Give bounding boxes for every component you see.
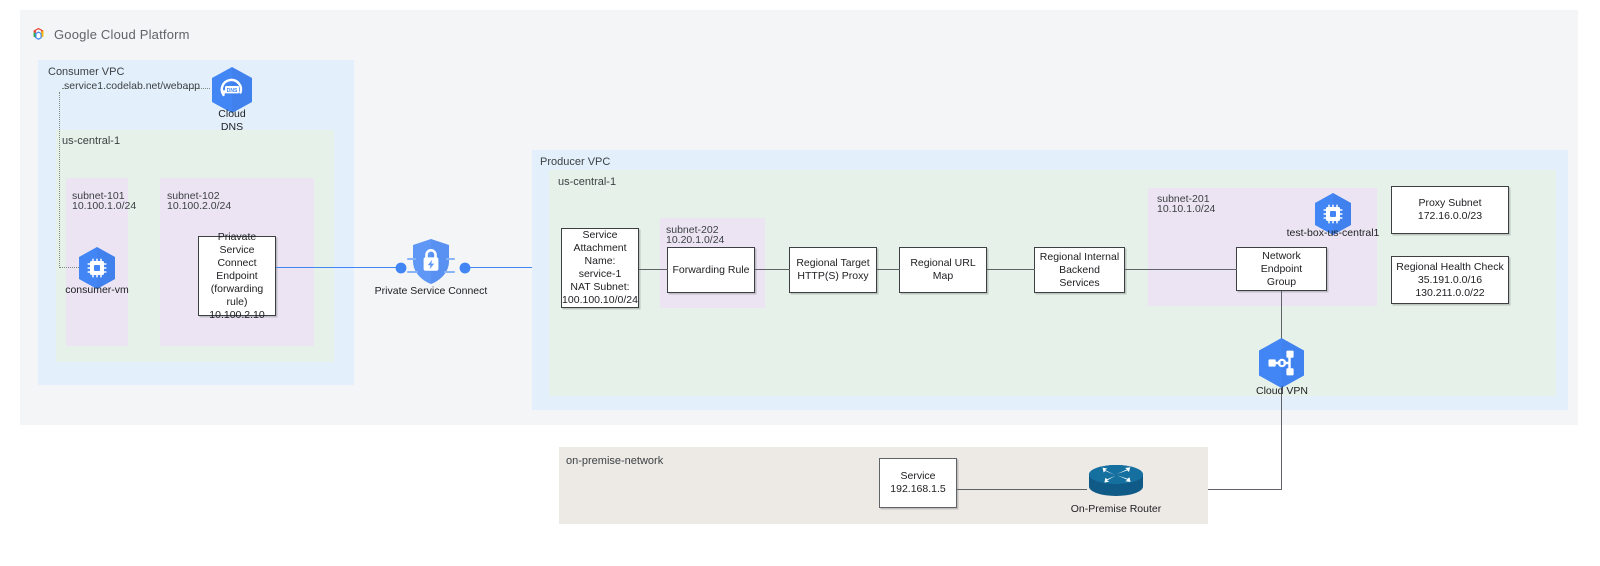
service-attachment-box[interactable]: Service Attachment Name: service-1 NAT S… [561,228,639,308]
subnet-201-name: subnet-201 [1157,193,1210,205]
subnet-201-cidr: 10.10.1.0/24 [1157,203,1216,215]
link-urlmap-to-backend [987,269,1035,270]
link-attachment-to-forwarding [639,269,668,270]
consumer-vpc-label: Consumer VPC [48,66,125,78]
test-box-label: test-box-us-central1 [1286,227,1380,239]
subnet-202-cidr: 10.20.1.0/24 [666,234,725,246]
service-attachment-line1: Service [582,229,618,241]
regional-internal-backend-services-box[interactable]: Regional Internal Backend Services [1034,247,1125,293]
cloud-vpn-icon[interactable] [1256,337,1307,389]
service-attachment-line4: NAT Subnet: [570,281,630,293]
target-proxy-line1: Regional Target [796,257,870,269]
on-premise-router-icon[interactable] [1087,463,1145,503]
backend-services-line2: Backend Services [1059,263,1100,289]
regional-url-map-box[interactable]: Regional URL Map [899,247,987,293]
psc-link-left [276,267,399,269]
service-attachment-line2: Attachment [573,242,627,254]
psc-endpoint-line4: 10.100.2.10 [209,308,265,321]
cloud-dns-icon[interactable]: DNS [210,66,254,114]
service-attachment-line5: 100.100.10/0/24 [562,294,638,306]
onprem-service-line1: Service [900,470,936,482]
link-router-horizontal [1142,489,1282,490]
regional-health-check-box[interactable]: Regional Health Check 35.191.0.0/16 130.… [1391,256,1509,304]
url-map-label: Regional URL Map [910,257,976,282]
dns-lookup-path-to-vm [59,267,79,268]
subnet-101-name: subnet-101 [72,190,125,202]
health-check-line2: 35.191.0.0/16 [1417,273,1483,286]
compute-vm-icon-consumer[interactable] [77,246,117,290]
subnet-202-name: subnet-202 [666,224,719,236]
brand-logo-text: Google Cloud Platform [54,27,190,42]
compute-vm-icon-testbox[interactable] [1313,192,1353,236]
cloud-vpn-label: Cloud VPN [1256,385,1308,397]
target-proxy-line2: HTTP(S) Proxy [797,270,869,282]
proxy-subnet-box[interactable]: Proxy Subnet 172.16.0.0/23 [1391,186,1509,234]
link-service-to-router [957,489,1087,490]
neg-line1: Network Endpoint [1260,249,1303,275]
on-premise-network-label: on-premise-network [566,455,664,467]
psc-connector-dot-right [458,261,472,275]
health-check-line1: Regional Health Check [1396,260,1504,273]
google-cloud-logo-icon [30,26,47,43]
brand-logo: Google Cloud Platform [30,26,190,43]
dns-lookup-path-vertical [59,92,60,268]
proxy-subnet-line1: Proxy Subnet [1418,197,1482,209]
consumer-vm-label: consumer-vm [65,284,129,296]
psc-dashes-right [443,258,455,276]
subnet-102-cidr: 10.100.2.0/24 [167,200,232,212]
dns-lookup-path-elbow [62,88,66,89]
forwarding-rule-box[interactable]: Forwarding Rule [667,247,755,293]
subnet-101-cidr: 10.100.1.0/24 [72,200,137,212]
producer-vpc-label: Producer VPC [540,156,611,168]
forwarding-rule-label: Forwarding Rule [672,263,750,276]
cloud-dns-label-line2: DNS [220,121,244,133]
psc-endpoint-line3: (forwarding rule) [210,282,264,308]
private-service-connect-endpoint-box[interactable]: Priavate Service Connect Endpoint (forwa… [198,231,276,321]
producer-region-label: us-central-1 [558,176,617,188]
proxy-subnet-line2: 172.16.0.0/23 [1417,210,1483,222]
regional-target-proxy-box[interactable]: Regional Target HTTP(S) Proxy [789,247,877,293]
psc-dashes-left [407,258,419,276]
link-proxy-to-urlmap [877,269,900,270]
onprem-service-line2: 192.168.1.5 [890,483,946,495]
on-premise-service-box[interactable]: Service 192.168.1.5 [879,458,957,508]
link-neg-to-router-vertical [1281,291,1282,490]
network-endpoint-group-box[interactable]: Network Endpoint Group [1236,247,1327,291]
psc-connector-dot-left [394,261,408,275]
consumer-region-label: us-central-1 [62,135,121,147]
backend-services-line1: Regional Internal [1039,250,1120,263]
psc-endpoint-line1: Priavate Service [217,230,257,256]
service-attachment-line3: Name: service-1 [578,255,622,280]
on-premise-router-label: On-Premise Router [1070,503,1162,515]
neg-line2: Group [1266,275,1297,288]
dns-record-label: service1.codelab.net/webapp [64,80,201,92]
subnet-102-name: subnet-102 [167,190,220,202]
svg-text:DNS: DNS [227,88,238,94]
psc-link-right [464,267,561,269]
psc-endpoint-line2: Connect Endpoint [216,256,258,282]
link-forwarding-to-proxy [755,269,790,270]
dns-lookup-path-to-dns [186,88,210,89]
health-check-line3: 130.211.0.0/22 [1415,286,1485,299]
cloud-dns-label-line1: Cloud [218,108,246,120]
private-service-connect-label: Private Service Connect [374,285,488,297]
link-backend-to-neg [1125,269,1237,270]
